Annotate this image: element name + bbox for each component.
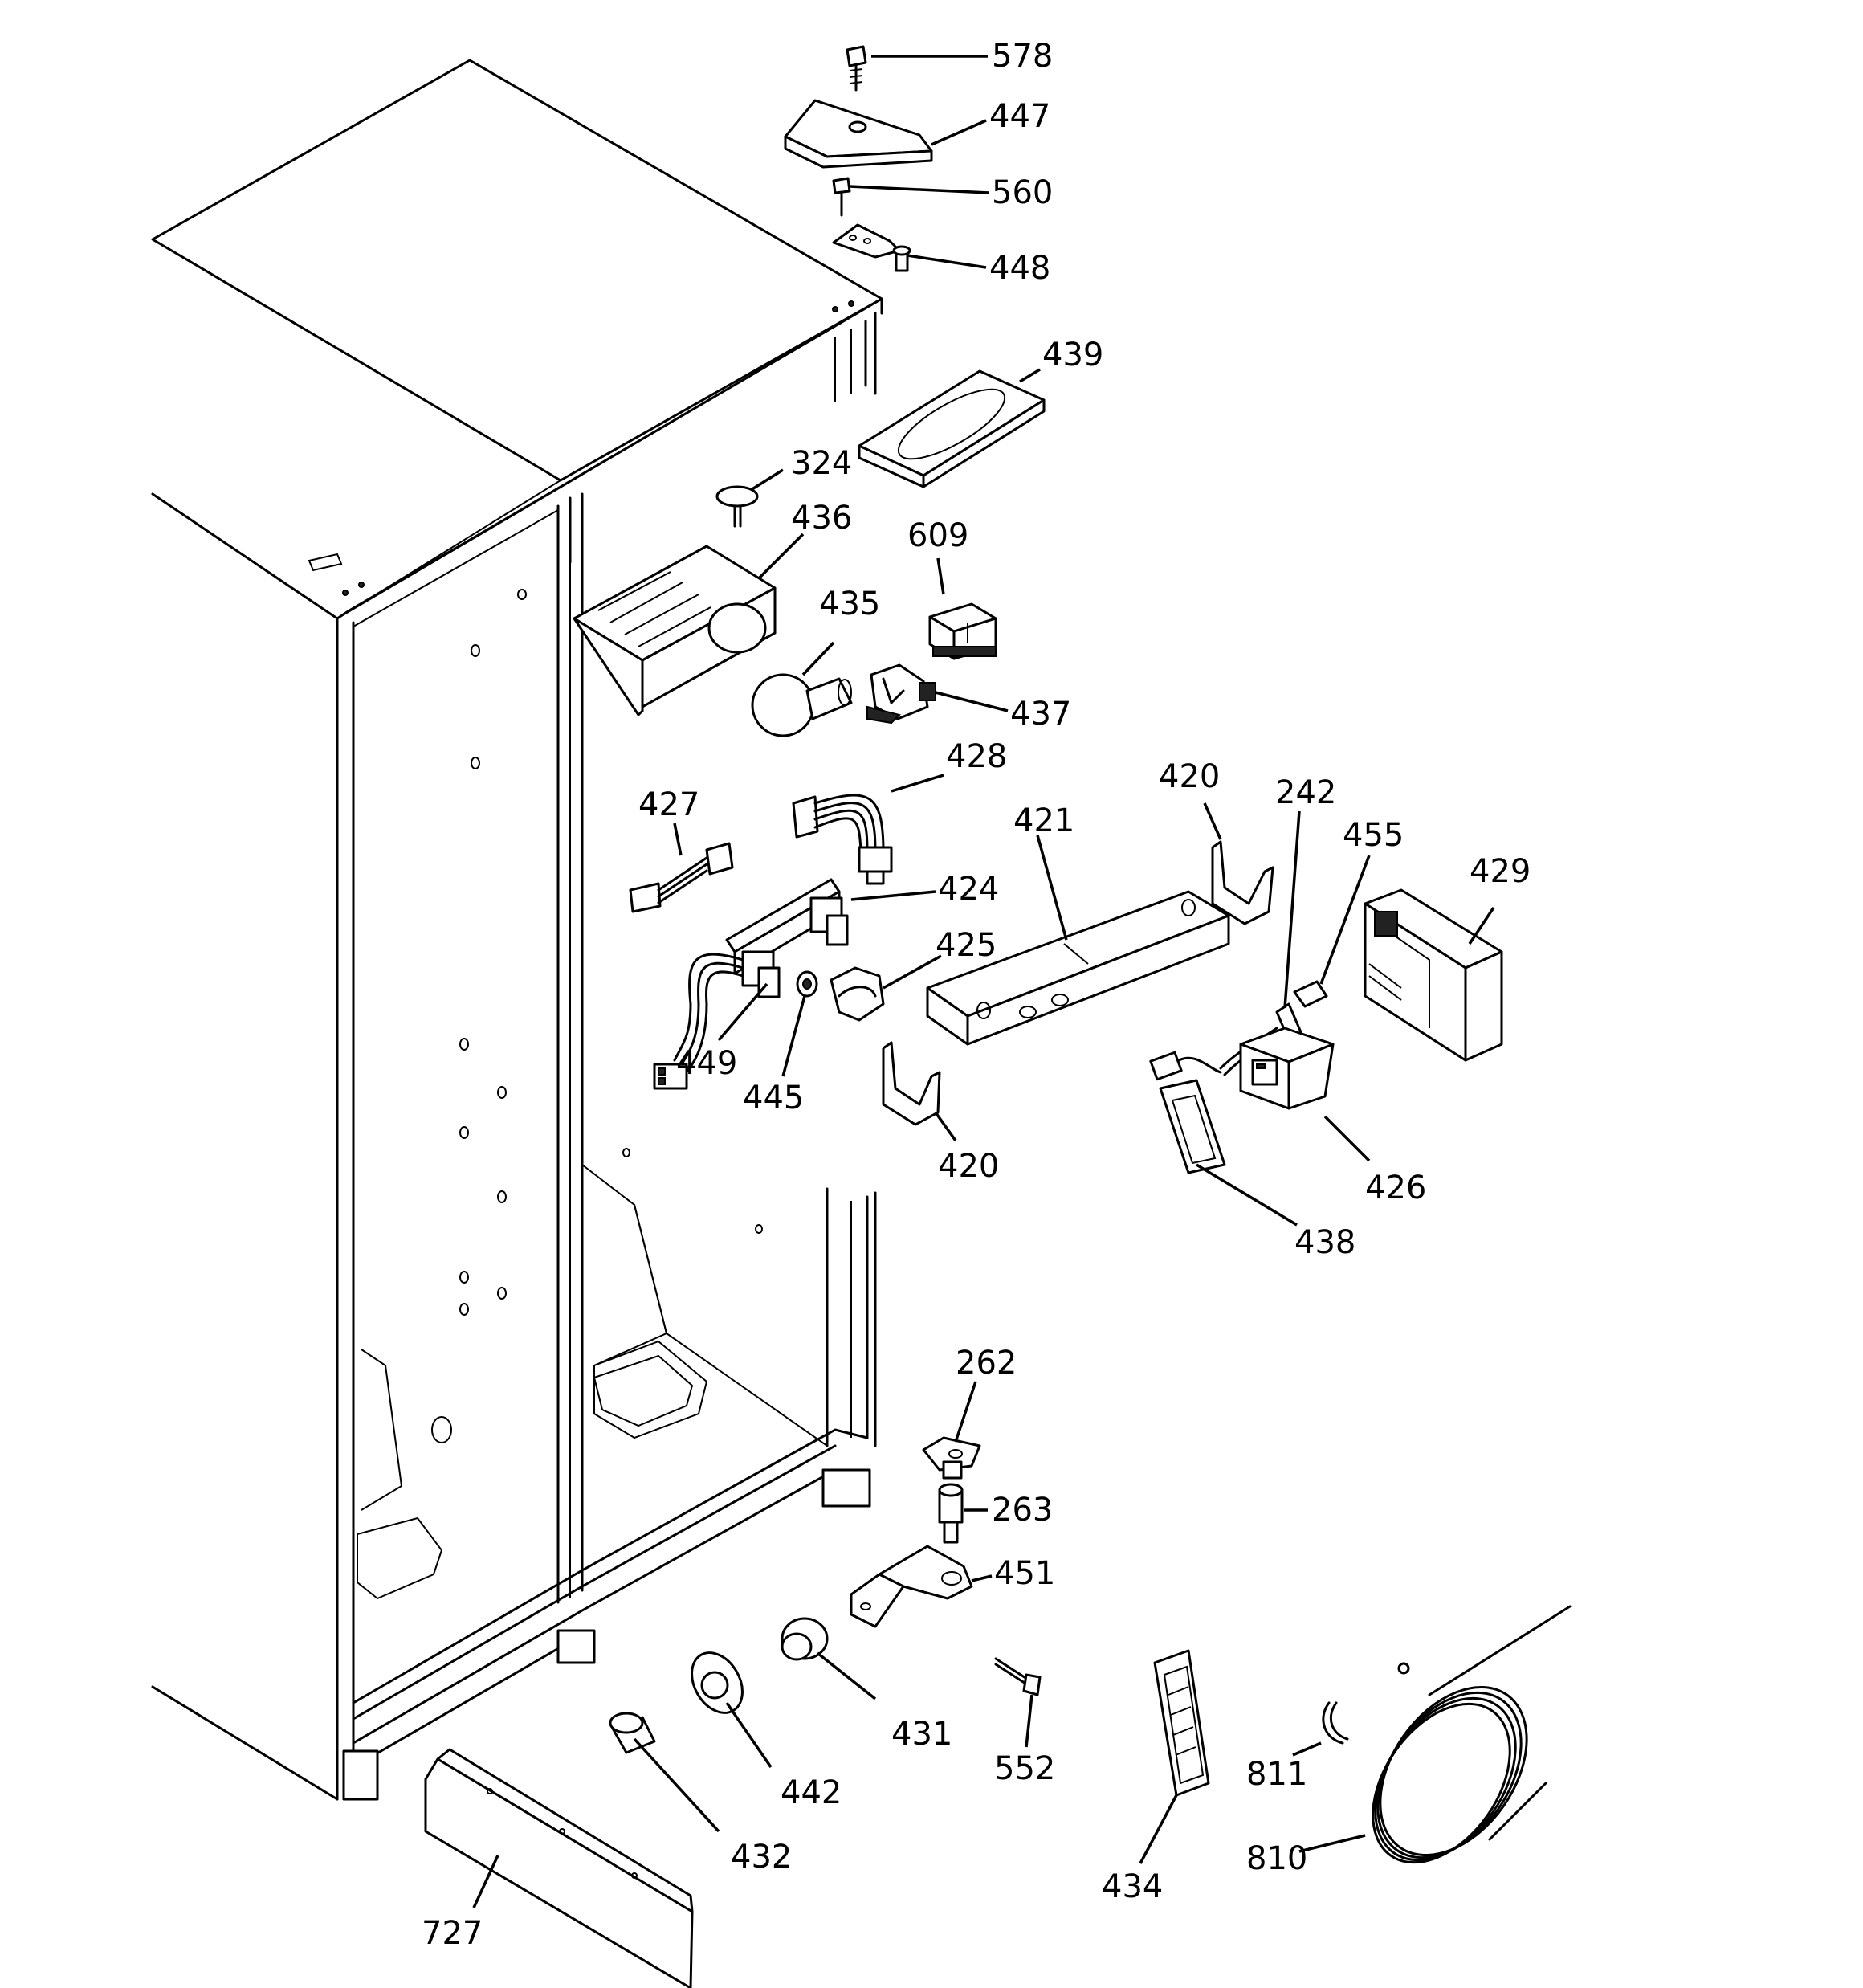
label-424: 424 [938,871,999,908]
part-262-cam[interactable] [922,1436,981,1480]
part-421-control-housing[interactable] [926,890,1230,1046]
part-263-hinge-pin[interactable] [938,1483,964,1544]
part-436-light-housing[interactable] [573,545,777,716]
label-432: 432 [731,1839,792,1876]
label-810: 810 [1246,1840,1307,1877]
label-436: 436 [791,500,852,537]
label-426: 426 [1365,1170,1426,1206]
label-552: 552 [994,1750,1055,1787]
part-442-washer[interactable] [682,1643,752,1721]
part-434-grille[interactable] [1153,1649,1210,1797]
part-324-push-pin[interactable] [715,485,759,528]
label-427: 427 [638,786,699,823]
part-number-labels: 578 447 560 448 439 324 436 609 435 437 … [422,38,1531,1952]
part-420-clip-top[interactable] [1211,840,1274,925]
part-428-wire-harness[interactable] [792,794,893,885]
label-442: 442 [781,1774,842,1811]
part-429-control-box[interactable] [1364,888,1503,1062]
label-434: 434 [1102,1868,1163,1905]
part-811-clip[interactable] [1322,1701,1349,1745]
part-424-control-bracket[interactable] [653,878,849,1090]
label-324: 324 [791,445,852,482]
part-451-bottom-hinge[interactable] [850,1545,973,1628]
leader-lines [472,55,1495,1908]
label-578: 578 [992,38,1053,75]
label-439: 439 [1042,337,1103,374]
part-439-light-shield[interactable] [858,369,1046,488]
part-435-light-bulb[interactable] [751,673,853,737]
label-447: 447 [989,98,1050,135]
label-435: 435 [819,586,880,623]
label-428: 428 [946,738,1007,775]
label-437: 437 [1010,696,1071,733]
label-429: 429 [1470,853,1531,890]
part-810-water-tubing[interactable] [1345,1605,1572,1888]
label-448: 448 [989,250,1050,287]
label-811: 811 [1246,1756,1307,1793]
label-420-top: 420 [1159,758,1220,795]
part-455-sensor-housing[interactable] [1293,980,1328,1008]
part-438-lens[interactable] [1159,1079,1226,1174]
label-455: 455 [1343,817,1404,854]
label-451: 451 [994,1555,1055,1592]
part-447-hinge-cover[interactable] [784,99,933,169]
label-421: 421 [1013,802,1074,839]
label-609: 609 [907,517,968,554]
label-445: 445 [743,1080,804,1116]
part-578-screw[interactable] [846,45,867,92]
label-242: 242 [1275,774,1336,811]
label-438: 438 [1294,1224,1355,1261]
label-420-bottom: 420 [938,1148,999,1185]
label-727: 727 [422,1915,483,1952]
label-263: 263 [992,1492,1053,1529]
part-432-spacer[interactable] [609,1712,656,1754]
part-727-kickplate[interactable] [424,1748,694,1988]
label-425: 425 [936,927,997,964]
label-560: 560 [992,174,1053,211]
part-437-lamp-socket[interactable] [866,663,936,725]
part-425-control-knob[interactable] [830,966,885,1022]
part-552-screw[interactable] [994,1657,1042,1696]
label-431: 431 [891,1716,952,1753]
part-420-clip-bottom[interactable] [882,1041,941,1126]
label-262: 262 [956,1345,1017,1382]
part-427-wire-harness[interactable] [629,842,734,913]
part-609-switch[interactable] [928,602,997,660]
part-448-hinge[interactable] [832,223,911,272]
label-449: 449 [676,1045,737,1082]
refrigerator-cabinet [151,59,883,1801]
part-445-bushing[interactable] [796,970,818,998]
part-560-screw[interactable] [832,177,851,217]
part-426-light-module[interactable] [1239,1027,1335,1110]
part-431-bushing[interactable] [781,1617,829,1661]
